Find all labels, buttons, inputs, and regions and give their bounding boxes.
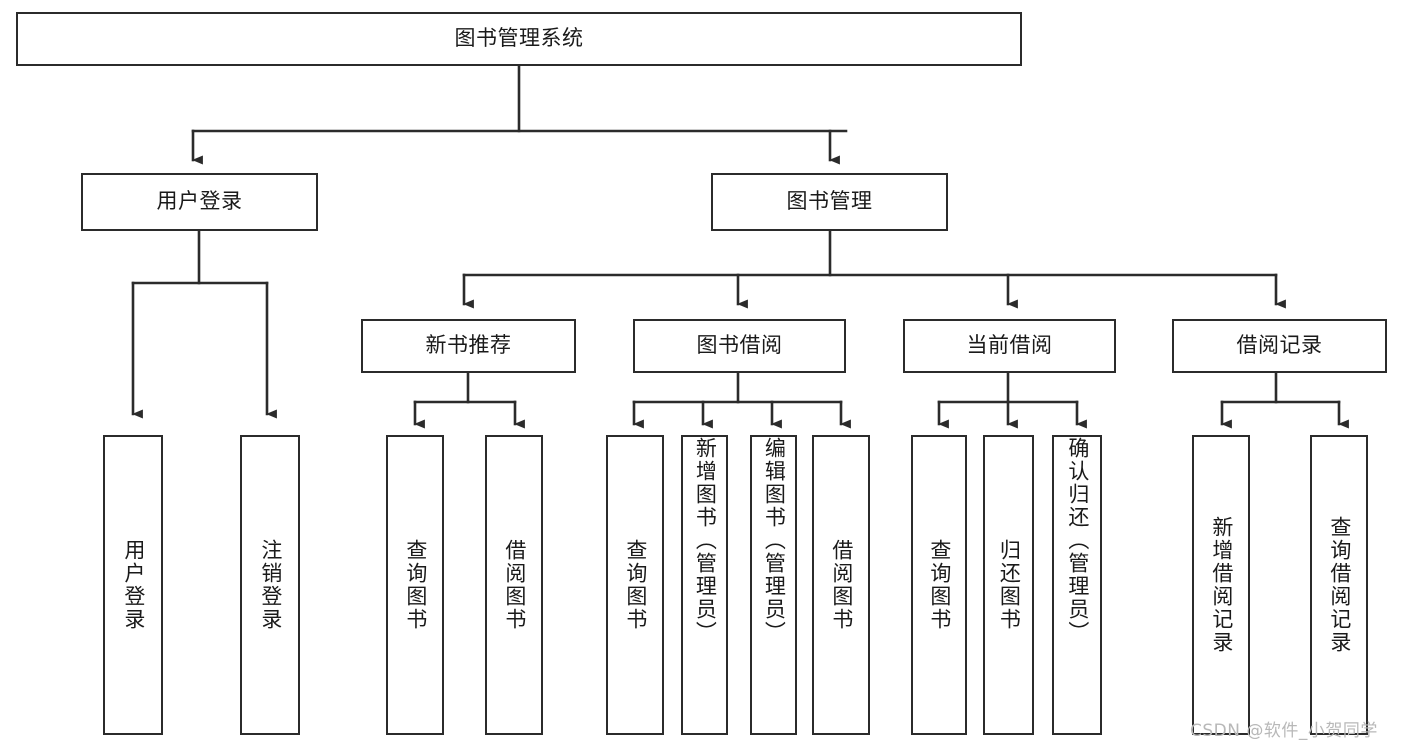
- leaf-query-book-borrow-label: 查询图书: [623, 539, 648, 631]
- node-borrow-record[interactable]: 借阅记录: [1172, 319, 1387, 373]
- node-book-borrow-label: 图书借阅: [696, 333, 783, 358]
- leaf-query-borrow-record[interactable]: 查询借阅记录: [1310, 435, 1368, 735]
- leaf-query-book-rec[interactable]: 查询图书: [386, 435, 444, 735]
- leaf-query-book-current[interactable]: 查询图书: [911, 435, 967, 735]
- leaf-edit-book-admin-label: 编辑图书（管理员）: [762, 437, 787, 644]
- leaf-user-login[interactable]: 用户登录: [103, 435, 163, 735]
- node-current-borrow-label: 当前借阅: [966, 333, 1053, 358]
- node-new-book-recommend[interactable]: 新书推荐: [361, 319, 576, 373]
- node-user-login-label: 用户登录: [156, 189, 243, 214]
- leaf-logout-label: 注销登录: [258, 539, 283, 631]
- leaf-borrow-book-rec[interactable]: 借阅图书: [485, 435, 543, 735]
- node-book-borrow[interactable]: 图书借阅: [633, 319, 846, 373]
- leaf-add-borrow-record-label: 新增借阅记录: [1209, 516, 1234, 654]
- leaf-query-borrow-record-label: 查询借阅记录: [1327, 516, 1352, 654]
- leaf-edit-book-admin[interactable]: 编辑图书（管理员）: [750, 435, 797, 735]
- watermark: CSDN @软件_小贺同学: [1190, 721, 1378, 741]
- leaf-borrow-book-label: 借阅图书: [829, 539, 854, 631]
- leaf-user-login-label: 用户登录: [121, 539, 146, 631]
- leaf-confirm-return-admin[interactable]: 确认归还（管理员）: [1052, 435, 1102, 735]
- node-book-management-label: 图书管理: [786, 189, 873, 214]
- node-root-label: 图书管理系统: [454, 26, 584, 51]
- node-borrow-record-label: 借阅记录: [1236, 333, 1323, 358]
- node-book-management[interactable]: 图书管理: [711, 173, 948, 231]
- node-root[interactable]: 图书管理系统: [16, 12, 1022, 66]
- leaf-borrow-book-rec-label: 借阅图书: [502, 539, 527, 631]
- node-new-book-recommend-label: 新书推荐: [425, 333, 512, 358]
- node-user-login[interactable]: 用户登录: [81, 173, 318, 231]
- leaf-return-book-label: 归还图书: [997, 539, 1022, 631]
- leaf-add-book-admin-label: 新增图书（管理员）: [693, 437, 718, 644]
- leaf-add-book-admin[interactable]: 新增图书（管理员）: [681, 435, 728, 735]
- leaf-confirm-return-admin-label: 确认归还（管理员）: [1065, 437, 1090, 644]
- leaf-add-borrow-record[interactable]: 新增借阅记录: [1192, 435, 1250, 735]
- leaf-borrow-book[interactable]: 借阅图书: [812, 435, 870, 735]
- leaf-query-book-borrow[interactable]: 查询图书: [606, 435, 664, 735]
- leaf-query-book-rec-label: 查询图书: [403, 539, 428, 631]
- leaf-query-book-current-label: 查询图书: [927, 539, 952, 631]
- node-current-borrow[interactable]: 当前借阅: [903, 319, 1116, 373]
- leaf-logout[interactable]: 注销登录: [240, 435, 300, 735]
- leaf-return-book[interactable]: 归还图书: [983, 435, 1034, 735]
